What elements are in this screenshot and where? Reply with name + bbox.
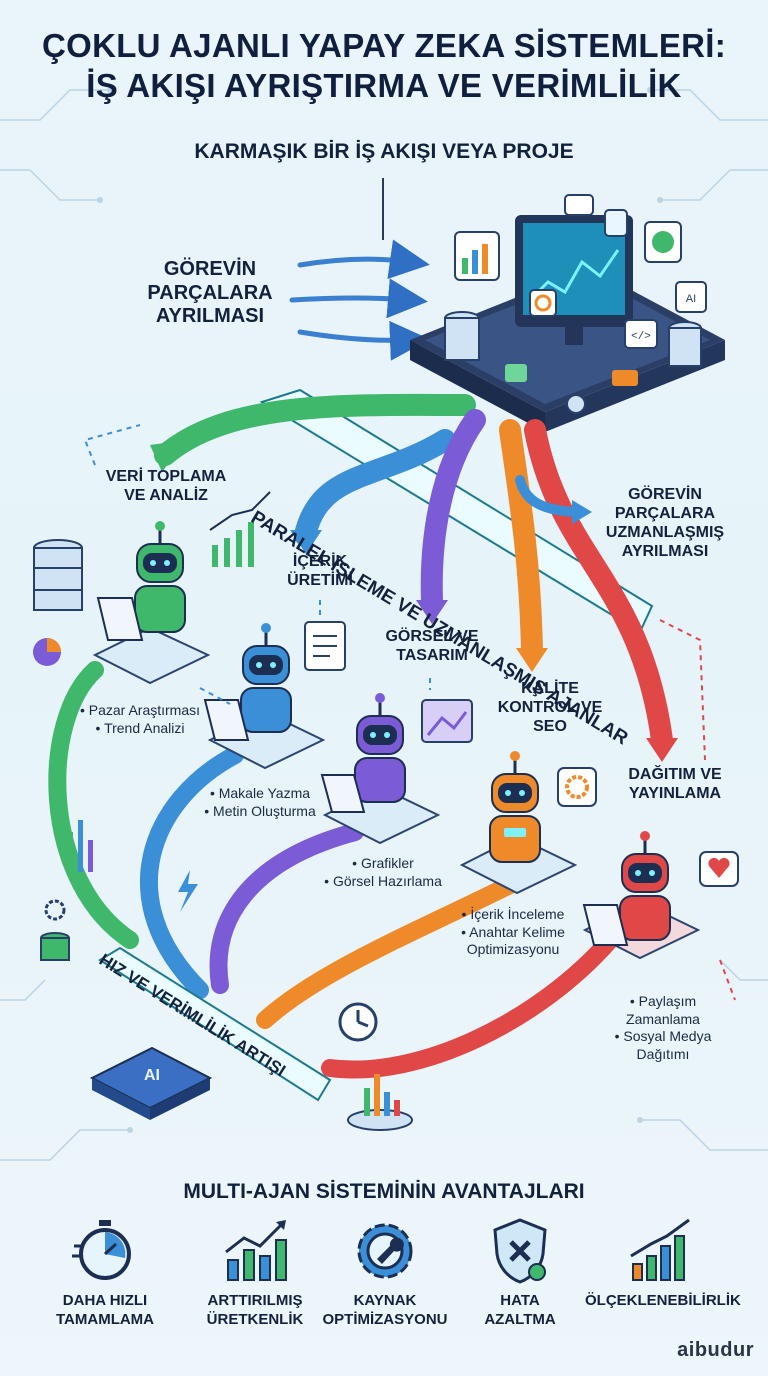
- agent-data-analysis-title: VERİ TOPLAMA VE ANALİZ: [105, 468, 227, 504]
- agent-distribution-tasks: Paylaşım Zamanlama Sosyal Medya Dağıtımı: [598, 993, 728, 1063]
- robot-blue: [203, 623, 292, 741]
- gear-bubble-illustration: [557, 767, 597, 807]
- svg-text:</>: </>: [631, 331, 651, 343]
- stopwatch-icon: [72, 1220, 131, 1280]
- svg-text:AI: AI: [686, 293, 696, 305]
- central-platform-illustration: </> AI: [410, 194, 725, 432]
- robot-red: [582, 831, 671, 946]
- agent-qa-tasks: İçerik İnceleme Anahtar Kelime Optimizas…: [448, 906, 578, 959]
- agent-content-tasks: Makale Yazma Metin Oluşturma: [180, 785, 340, 820]
- agent-ribbons: [154, 393, 673, 751]
- agent-content-title: İÇERİK ÜRETİMİ: [287, 553, 353, 589]
- heart-bubble-illustration: [699, 851, 739, 887]
- benefits-title: MULTI-AJAN SİSTEMİNİN AVANTAJLARI: [183, 1180, 585, 1203]
- gear-wrench-icon: [357, 1223, 413, 1279]
- title-line-1: ÇOKLU AJANLI YAPAY ZEKA SİSTEMLERİ:: [41, 27, 727, 64]
- title-line-2: İŞ AKIŞI AYRIŞTIRMA VE VERİMLİLİK: [86, 67, 682, 104]
- ai-chip-label: AI: [144, 1067, 160, 1084]
- stopwatch-illustration: [338, 1002, 378, 1042]
- agent-qa-title: KALİTE KONTROL VE SEO: [497, 680, 603, 735]
- speed-banner-shape: [98, 946, 332, 1102]
- return-flows: [48, 661, 619, 1079]
- agent-distribution-title: DAĞITIM VE YAYINLAMA: [628, 766, 722, 802]
- agent-design-tasks: Grafikler Görsel Hazırlama: [298, 855, 468, 890]
- bar-chart-illustration: [209, 491, 271, 567]
- chart-stand-illustration: [347, 1074, 413, 1131]
- robot-orange: [489, 751, 541, 863]
- scaling-chart-icon: [630, 1218, 690, 1281]
- parallel-banner-shape: [259, 388, 654, 634]
- agent-data-analysis-tasks: Pazar Araştırması Trend Analizi: [70, 702, 210, 737]
- decomposition-label: GÖREVİN PARÇALARA AYRILMASI: [147, 258, 273, 328]
- image-frame-illustration: [421, 699, 473, 743]
- robot-green: [96, 521, 186, 641]
- benefit-scalability: ÖLÇEKLENEBİLİRLİK: [585, 1216, 741, 1311]
- data-server-illustration: [33, 539, 83, 666]
- specialized-decomposition-label: GÖREVİN PARÇALARA UZMANLAŞMIŞ AYRILMASI: [605, 486, 725, 560]
- decomposition-arrows: [289, 239, 430, 361]
- side-props-left: [40, 820, 198, 961]
- ribbon-arrowheads: [150, 440, 678, 762]
- growth-chart-icon: [225, 1220, 287, 1281]
- ai-chip-illustration: [89, 1046, 213, 1120]
- document-illustration: [304, 621, 346, 671]
- agent-design-title: GÖRSEL VE TASARIM: [385, 628, 479, 664]
- shield-x-icon: [493, 1218, 547, 1284]
- page-title: ÇOKLU AJANLI YAPAY ZEKA SİSTEMLERİ: İŞ A…: [0, 26, 768, 106]
- workflow-subtitle: KARMAŞIK BİR İŞ AKIŞI VEYA PROJE: [194, 140, 574, 163]
- brand-logo: aibudur: [677, 1339, 754, 1361]
